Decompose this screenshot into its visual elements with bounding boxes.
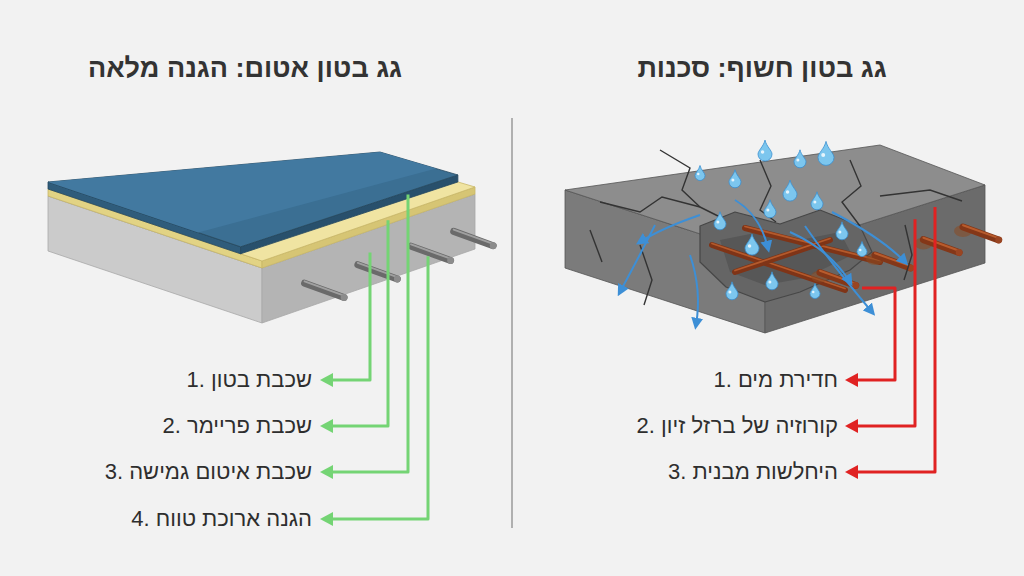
water-drop-shine [766,209,769,212]
rebar-1-end [394,276,401,283]
rebar-2-shine [411,244,450,258]
water-flow-arrow [620,225,655,292]
water-drop-shine [859,249,862,252]
water-drop-shine [813,201,816,204]
leader-line-head [845,419,858,433]
rusty-rebar-0-end [852,282,859,289]
rebar-3 [454,231,493,245]
rebar-0 [305,283,344,297]
water-drop [783,180,797,201]
rebar-0-end [341,294,348,301]
leader-line [330,194,408,472]
leader-line-head [320,419,333,433]
leader-line [330,256,428,519]
water-drop-shine [761,150,765,154]
rusty-rebar-3 [963,227,999,240]
rusty-rebar-2-end [956,249,963,256]
water-drop [766,272,778,290]
rebar-1 [358,265,397,279]
leader-line [855,219,915,426]
risk-label: 1. חדירת מים [713,367,838,393]
crack [660,150,700,207]
water-drop [764,200,776,218]
rusty-rebar-2-shine [923,238,959,251]
rusty-rebar-3-shine [963,225,999,238]
rebar-1-shine [358,263,397,277]
crack [590,230,602,262]
water-drop-shine [728,291,731,294]
leader-line [855,288,895,380]
rebar-2-end [447,257,454,264]
crack [640,245,652,305]
rebar-0-shine [305,281,344,295]
leader-line [330,220,388,426]
leader-line-head [320,512,333,526]
water-drop-shine [768,281,771,284]
water-flow-arrow [640,215,700,242]
rebar-3-shine [454,230,493,244]
water-drop [726,282,738,300]
risk-label: 2. קורוזיה של ברזל זיון [637,413,838,439]
water-drop-shine [731,179,734,182]
water-drop-shine [786,190,790,194]
layer-label: 4. הגנה ארוכת טווח [131,506,312,532]
rebar-3-end [490,242,497,249]
water-drop [818,141,834,165]
crack [904,225,912,280]
water-flow-arrow [690,255,698,325]
water-drop-shine [716,221,719,224]
crack [600,197,722,218]
water-drop [745,234,759,255]
water-drop [857,242,867,257]
panel-heading: גג בטון חשוף: סכנות [637,52,886,84]
leader-line-head [320,373,333,387]
leader-lines-left [320,194,428,526]
rusty-rebar-3-end [995,237,1002,244]
leader-line [330,252,370,380]
leader-line-head [320,465,333,479]
water-drop [729,170,741,188]
rusty-rebar-1-shine [875,253,911,266]
leader-line-head [845,465,858,479]
risk-label: 3. היחלשות מבנית [668,459,838,485]
layer-label: 1. שכבת בטון [187,367,313,393]
water-drop-shine [697,173,700,176]
water-drop [758,140,772,161]
water-drop-shine [796,159,799,162]
crack [842,160,861,226]
crack [880,190,962,201]
water-drop-shine [821,153,825,157]
water-drop-shine [838,231,841,234]
exposed-slab [565,140,1002,333]
leader-lines-right [845,207,935,479]
layer-label: 3. שכבת איטום גמישה [105,459,312,485]
leader-line [855,207,935,472]
panel-divider [511,118,513,528]
membrane-layer-top [48,152,458,247]
layer-label: 2. שכבת פריימר [162,413,312,439]
rusty-rebar-2 [923,240,959,253]
water-drop [836,222,848,240]
rusty-rebar-0 [820,273,856,286]
rebar-2 [411,246,450,260]
water-flow-arrow [832,212,905,262]
crack [760,160,776,222]
water-drop [794,150,806,168]
water-drop-shine [748,244,752,248]
panel-heading: גג בטון אטום: הגנה מלאה [88,52,402,84]
water-drop-shine [812,291,815,294]
membrane-sheet [48,152,436,233]
water-drop [714,212,726,230]
water-drop [695,166,705,181]
water-drop [811,192,823,210]
water-drop [810,284,820,299]
leader-line-head [845,373,858,387]
rust-rebar [735,240,830,272]
